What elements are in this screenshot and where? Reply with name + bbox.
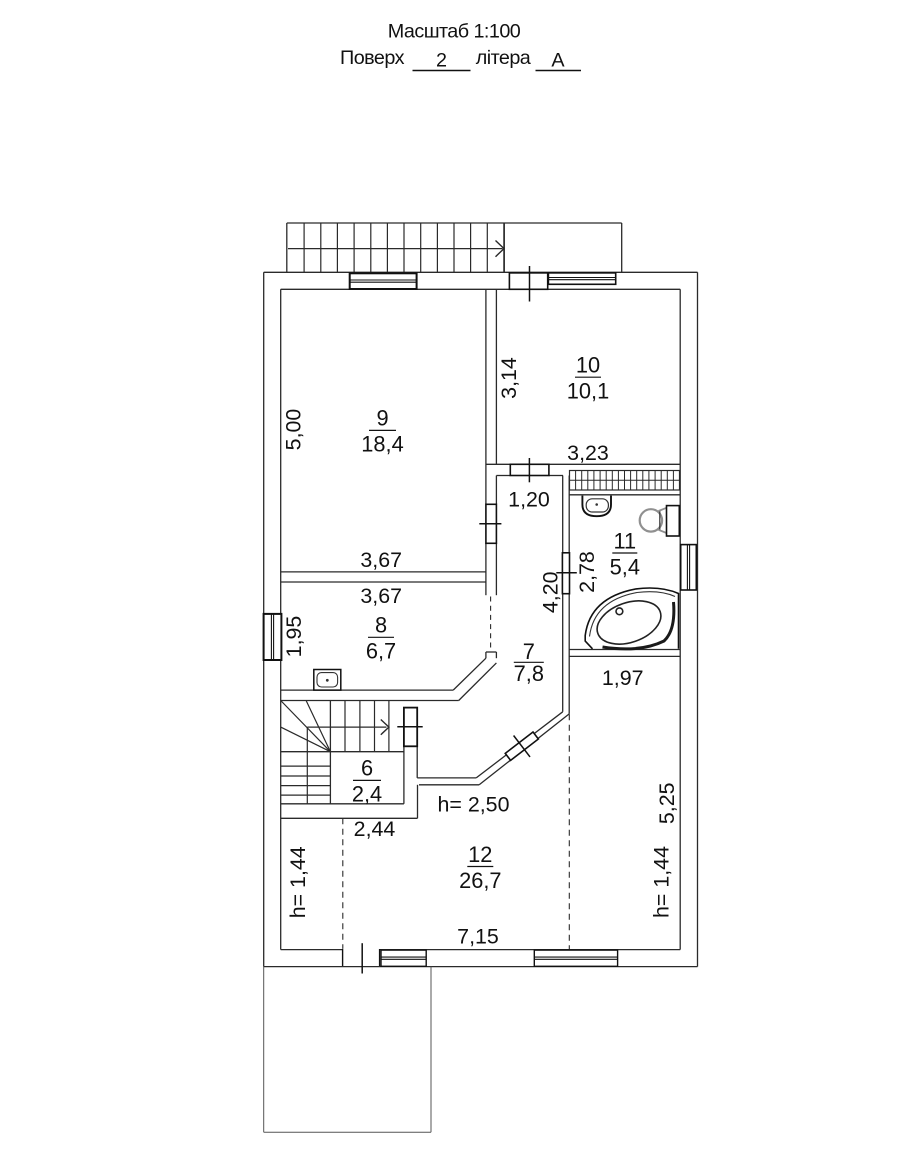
svg-text:11: 11 <box>613 528 636 553</box>
svg-text:2: 2 <box>436 50 447 72</box>
svg-text:А: А <box>551 50 565 72</box>
svg-text:10: 10 <box>576 353 600 378</box>
svg-text:3,23: 3,23 <box>567 441 609 465</box>
svg-text:h= 1,44: h= 1,44 <box>286 846 310 918</box>
svg-text:2,78: 2,78 <box>575 551 599 593</box>
svg-text:1,95: 1,95 <box>282 616 306 658</box>
svg-text:h= 1,44: h= 1,44 <box>650 846 674 918</box>
svg-text:7,8: 7,8 <box>514 661 544 686</box>
svg-text:9: 9 <box>376 406 388 431</box>
svg-text:1,20: 1,20 <box>508 488 550 512</box>
svg-text:26,7: 26,7 <box>459 868 501 893</box>
svg-text:Поверх: Поверх <box>340 47 405 69</box>
svg-text:5,4: 5,4 <box>610 554 640 579</box>
svg-text:3,14: 3,14 <box>497 357 521 399</box>
svg-text:10,1: 10,1 <box>567 379 609 404</box>
svg-text:6,7: 6,7 <box>366 639 396 664</box>
svg-text:2,4: 2,4 <box>352 782 382 807</box>
svg-text:7: 7 <box>523 639 535 664</box>
svg-text:1,97: 1,97 <box>602 666 644 690</box>
svg-text:8: 8 <box>375 613 387 638</box>
svg-text:Масштаб 1:100: Масштаб 1:100 <box>388 21 521 43</box>
svg-text:4,20: 4,20 <box>539 571 563 613</box>
svg-text:12: 12 <box>468 842 492 867</box>
svg-text:3,67: 3,67 <box>360 548 402 572</box>
svg-text:h= 2,50: h= 2,50 <box>438 793 510 817</box>
svg-text:2,44: 2,44 <box>354 817 396 841</box>
svg-text:18,4: 18,4 <box>361 432 403 457</box>
svg-text:5,00: 5,00 <box>282 409 306 451</box>
svg-text:3,67: 3,67 <box>360 584 402 608</box>
svg-text:літера: літера <box>476 47 531 69</box>
svg-text:7,15: 7,15 <box>457 924 499 948</box>
svg-text:6: 6 <box>361 756 373 781</box>
svg-text:5,25: 5,25 <box>655 782 679 824</box>
